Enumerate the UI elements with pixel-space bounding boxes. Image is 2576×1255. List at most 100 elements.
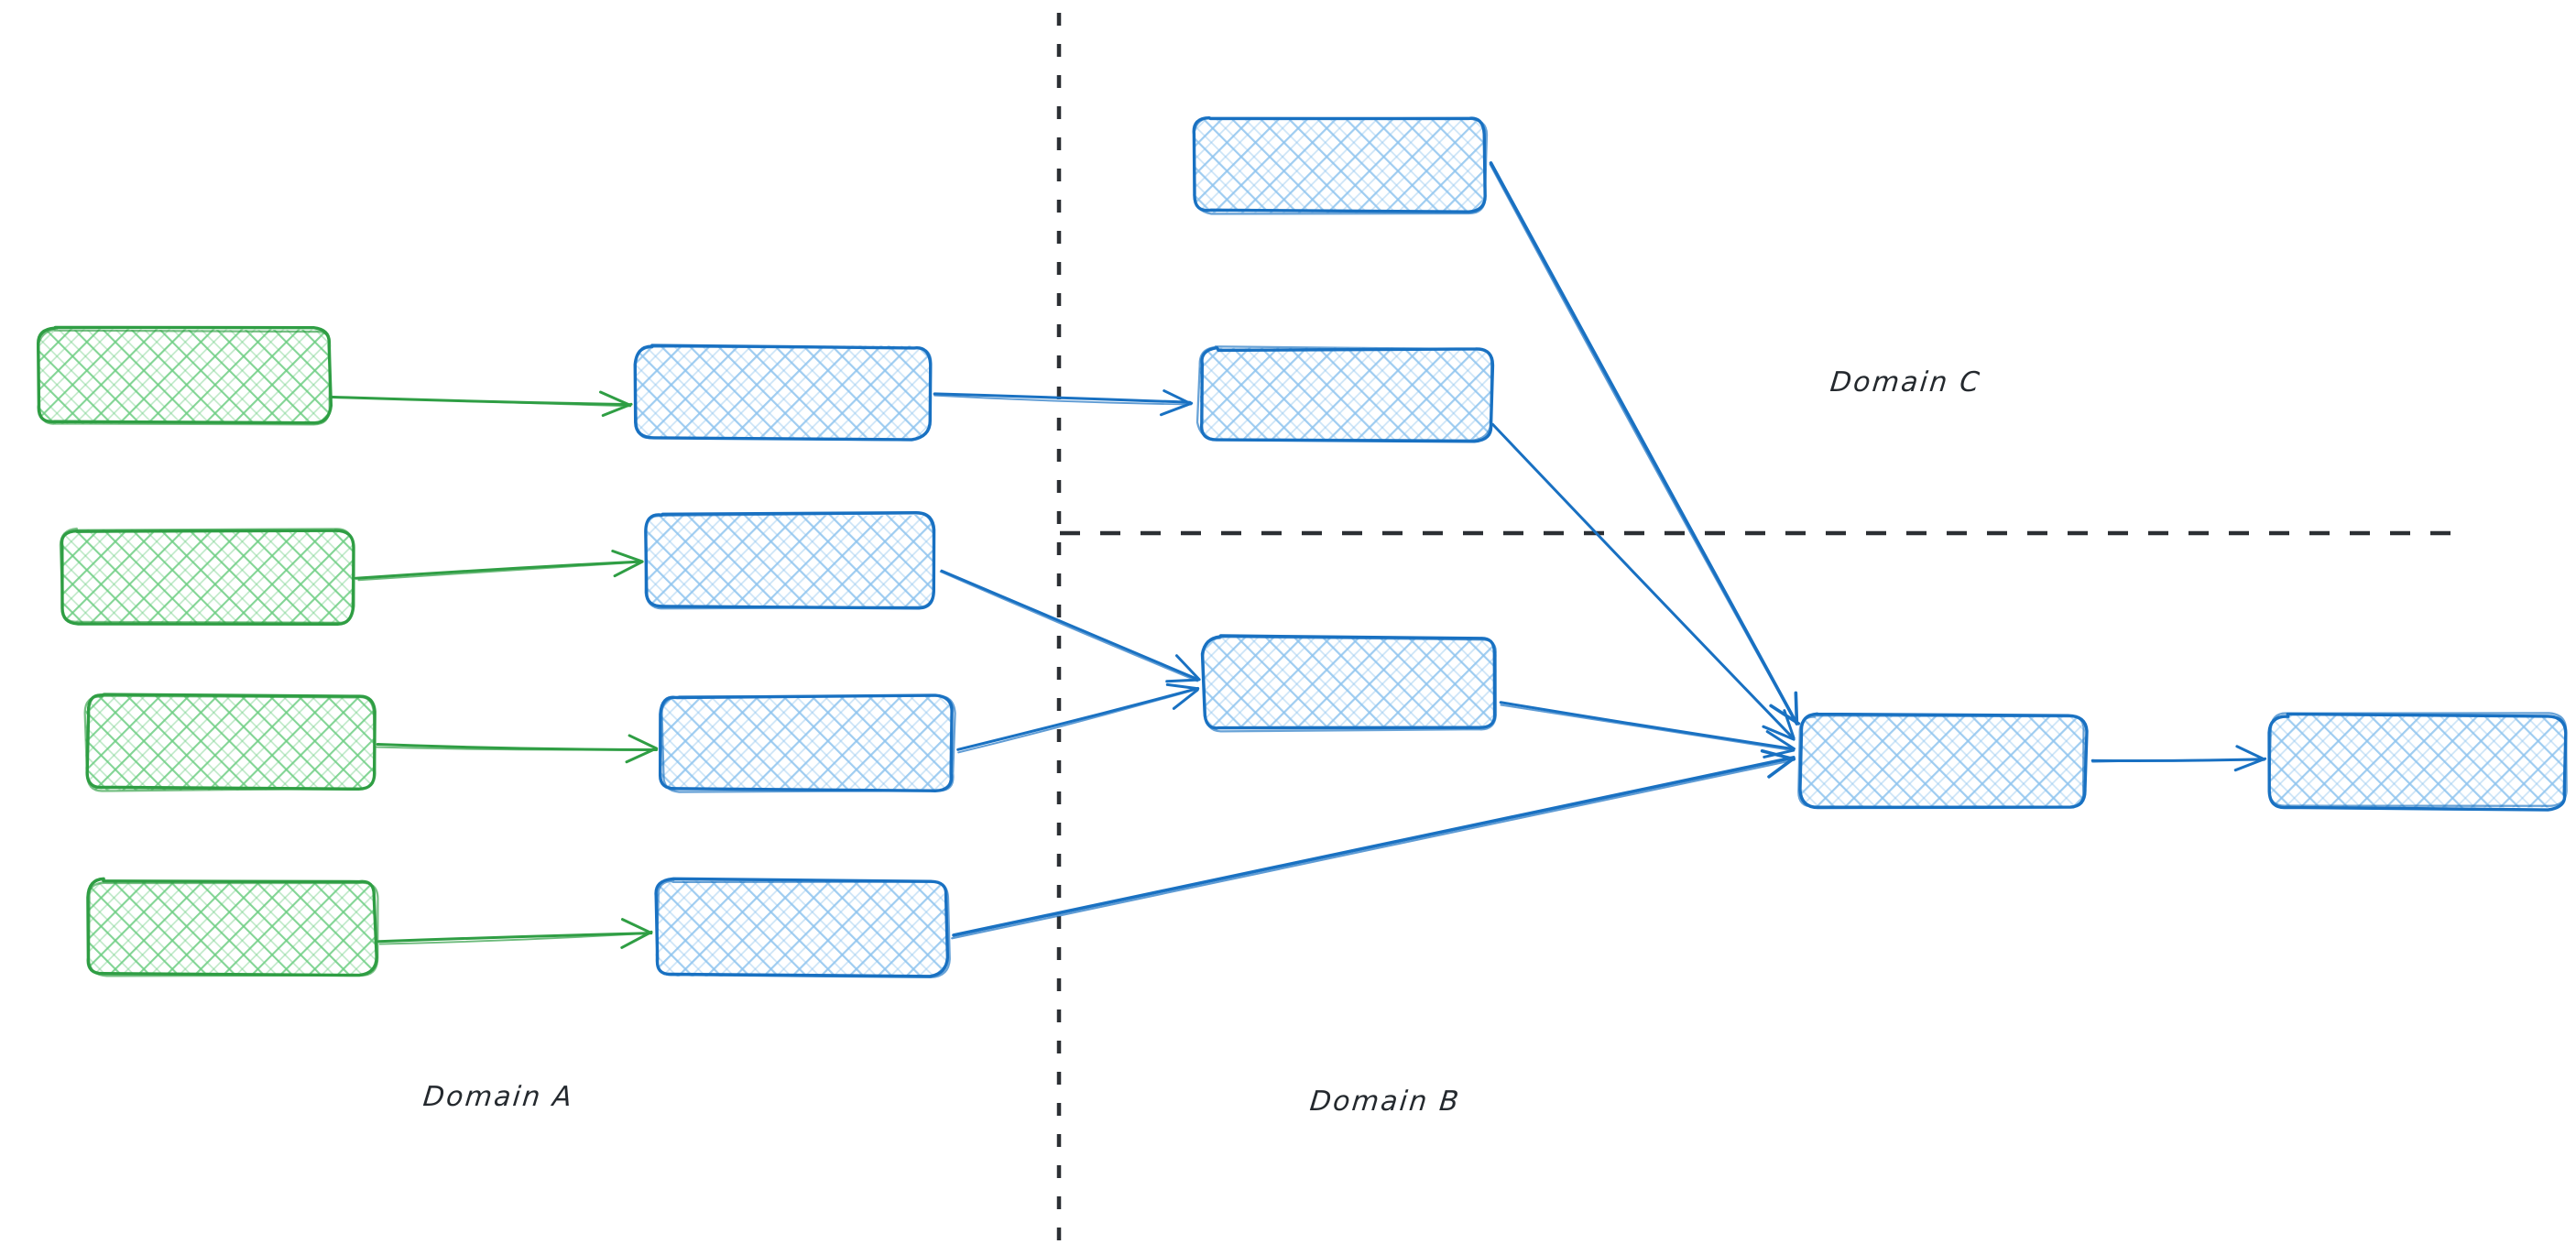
node-outline: [1195, 345, 1493, 442]
edge-arrowhead: [1165, 682, 1200, 691]
node-d1[interactable]: [1797, 712, 2089, 810]
node-outline: [1192, 116, 1487, 213]
edge-arrowhead: [1159, 401, 1194, 417]
node-outline: [1797, 714, 2085, 809]
edge-arrowhead: [1172, 688, 1199, 710]
edge-arrowhead: [620, 918, 652, 934]
node-fill-hatch-b: [655, 880, 948, 977]
edge-shaft: [378, 932, 651, 945]
node-a1[interactable]: [37, 325, 333, 426]
edge-shaft: [940, 569, 1199, 681]
edge-shaft: [933, 392, 1192, 404]
edge-shaft: [956, 686, 1200, 751]
edge-shaft: [1500, 704, 1796, 752]
node-outline: [37, 328, 332, 426]
node-fill-hatch-b: [660, 695, 954, 791]
node-outline: [644, 512, 935, 610]
edge-b4-d1: [951, 748, 1796, 940]
node-outline: [655, 879, 951, 979]
node-a3[interactable]: [83, 693, 377, 792]
edge-shaft: [377, 932, 653, 944]
domain-a-label: Domain A: [421, 1081, 575, 1113]
edge-arrowhead: [2233, 757, 2267, 772]
edge-arrowhead: [613, 560, 644, 578]
node-b2[interactable]: [644, 511, 936, 610]
edge-shaft: [2091, 758, 2265, 763]
node-b3[interactable]: [658, 693, 956, 793]
edge-shaft: [951, 758, 1796, 940]
edge-c3-d1: [1499, 701, 1796, 758]
edge-a4-b4: [377, 918, 653, 949]
edge-arrowhead: [628, 734, 659, 750]
node-c2[interactable]: [1195, 345, 1495, 443]
edge-arrowhead: [1763, 748, 1796, 758]
edge-arrowhead: [1162, 389, 1193, 406]
edge-b2-c3: [939, 569, 1201, 683]
edge-a2-b2: [355, 550, 644, 582]
node-outline: [86, 877, 378, 977]
edge-shaft: [1489, 161, 1798, 726]
node-outline: [1193, 116, 1489, 215]
domain-c-label: Domain C: [1828, 366, 1983, 398]
node-e1[interactable]: [2267, 712, 2568, 812]
domain-b-label: Domain B: [1308, 1086, 1462, 1118]
node-outline: [83, 694, 377, 792]
node-fill-hatch-b: [38, 329, 331, 424]
edge-arrowhead: [1767, 757, 1795, 779]
edge-a1-b1: [329, 390, 633, 418]
edge-a3-b3: [376, 734, 659, 764]
edge-arrowhead: [1765, 730, 1796, 750]
node-fill-hatch-b: [1193, 118, 1486, 213]
edge-shaft: [332, 396, 632, 408]
edge-shaft: [355, 560, 644, 580]
node-outline: [660, 694, 956, 793]
node-outline: [59, 527, 355, 624]
edge-b1-c2: [933, 389, 1194, 417]
node-c1[interactable]: [1192, 116, 1489, 215]
edge-arrowhead: [1165, 678, 1200, 683]
node-fill-hatch-b: [61, 529, 354, 624]
edge-c2-d1: [1491, 422, 1796, 741]
edge-arrowhead: [1174, 654, 1201, 682]
node-c3[interactable]: [1200, 634, 1498, 733]
edge-b3-c3: [956, 682, 1200, 754]
edge-d1-e1: [2090, 745, 2267, 772]
edge-arrowhead: [1783, 709, 1796, 740]
edge-shaft: [1492, 425, 1795, 740]
node-outline: [634, 345, 933, 442]
edge-shaft: [1489, 163, 1798, 726]
node-fill-hatch-b: [1204, 637, 1496, 730]
node-outline: [2267, 712, 2568, 807]
edge-arrowhead: [611, 550, 644, 563]
edge-c1-d1: [1489, 161, 1801, 726]
edge-arrowhead: [625, 747, 658, 764]
edge-shaft: [939, 571, 1199, 682]
edge-shaft: [952, 756, 1796, 937]
edge-arrowhead: [2235, 745, 2265, 761]
node-fill-hatch-b: [635, 345, 929, 439]
node-a2[interactable]: [59, 527, 355, 626]
node-fill-hatch-b: [85, 695, 375, 791]
edge-shaft: [1499, 701, 1795, 750]
node-layer: [37, 116, 2568, 979]
edge-shaft: [357, 561, 642, 582]
node-fill-hatch-b: [1199, 347, 1491, 440]
node-outline: [85, 693, 377, 791]
edge-arrowhead: [620, 930, 653, 949]
node-fill-hatch-b: [646, 514, 935, 609]
node-b1[interactable]: [633, 344, 933, 442]
edge-shaft: [376, 746, 656, 751]
node-fill-hatch-b: [1799, 714, 2087, 807]
edge-layer: [329, 161, 2267, 949]
node-outline: [1202, 636, 1498, 733]
edge-arrowhead: [601, 402, 633, 418]
node-b4[interactable]: [654, 877, 951, 979]
node-outline: [658, 693, 954, 792]
node-a4[interactable]: [86, 877, 379, 977]
edge-arrowhead: [1762, 725, 1796, 741]
edge-shaft: [933, 394, 1193, 406]
edge-shaft: [957, 688, 1199, 754]
node-fill-hatch-b: [2269, 715, 2566, 808]
